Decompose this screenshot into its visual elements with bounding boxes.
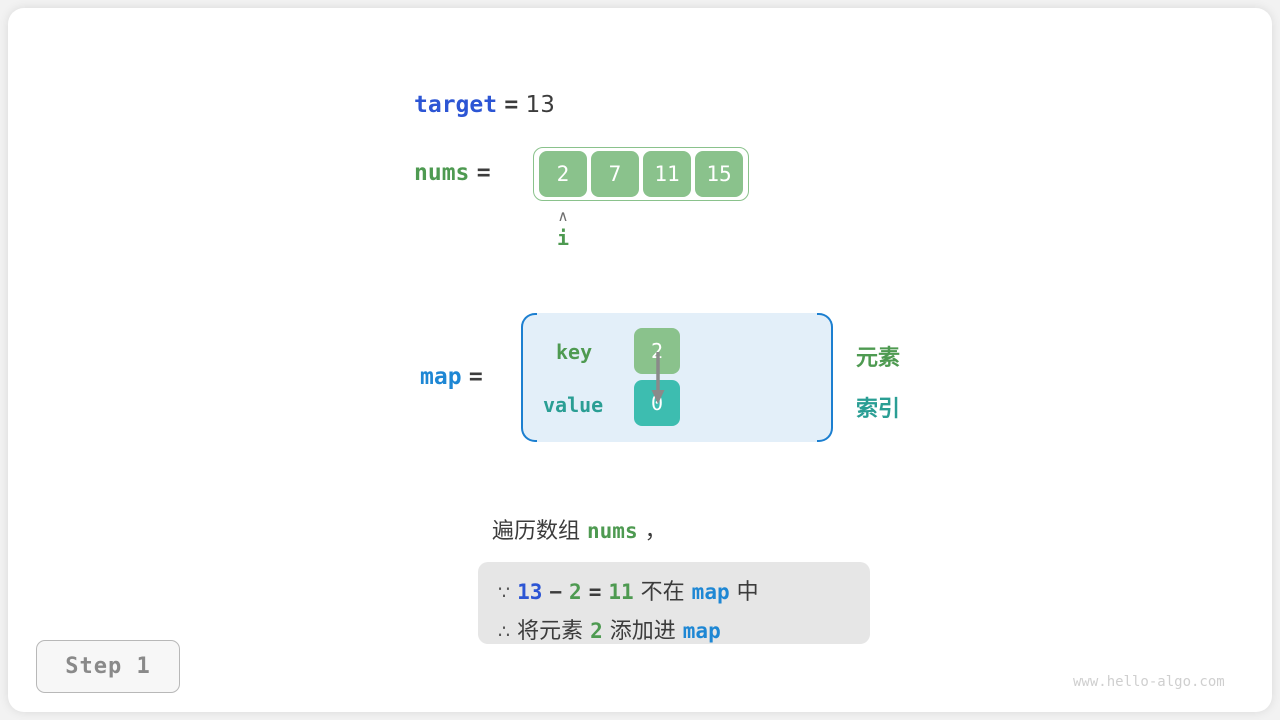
array-cell: 2 (539, 151, 587, 197)
map-variable-name: map (420, 364, 462, 390)
callout-equals-sign: = (588, 580, 602, 604)
array-cell: 11 (643, 151, 691, 197)
narration-nums-name: nums (587, 519, 638, 543)
callout-text-not-in: 不在 (640, 580, 685, 605)
array-cell: 15 (695, 151, 743, 197)
nums-label: nums = (414, 160, 491, 186)
map-bracket-left (521, 313, 537, 442)
watermark: www.hello-algo.com (1073, 674, 1225, 690)
target-row: target = 13 (414, 92, 555, 118)
index-pointer-label: i (556, 226, 570, 250)
caret-up-icon: ∧ (557, 207, 569, 225)
map-value-label: value (543, 393, 604, 417)
nums-variable-name: nums (414, 160, 470, 186)
callout-text-add-element: 将元素 (517, 619, 584, 644)
callout-target-value: 13 (517, 580, 543, 604)
callout-added-element: 2 (590, 619, 603, 643)
callout-line-2: ∴ 将元素 2 添加进 map (498, 612, 870, 651)
therefore-symbol: ∴ (498, 621, 511, 643)
callout-current-element: 2 (569, 580, 582, 604)
callout-complement-value: 11 (608, 580, 634, 604)
callout-map-name: map (682, 619, 721, 643)
key-to-value-arrow-icon (651, 352, 665, 404)
narration-suffix: ， (644, 519, 667, 544)
narration-prefix: 遍历数组 (492, 519, 581, 544)
because-symbol: ∵ (498, 582, 511, 604)
map-key-label: key (556, 340, 593, 364)
callout-map-name: map (691, 580, 730, 604)
nums-equals-sign: = (476, 160, 491, 186)
array-cell: 7 (591, 151, 639, 197)
callout-text-in: 中 (736, 580, 759, 605)
step-badge: Step 1 (36, 640, 180, 693)
side-label-element: 元素 (856, 346, 901, 371)
callout-line-1: ∵ 13 − 2 = 11 不在 map 中 (498, 573, 870, 612)
nums-array: 2 7 11 15 (533, 147, 749, 201)
index-pointer: ∧ i (552, 208, 574, 252)
callout-text-add-into: 添加进 (609, 619, 676, 644)
map-equals-sign: = (468, 364, 483, 390)
callout-minus-sign: − (549, 580, 563, 604)
target-equals-sign: = (504, 92, 519, 118)
narration-line: 遍历数组 nums ， (492, 513, 667, 545)
target-value: 13 (525, 92, 555, 118)
map-label: map = (420, 364, 483, 390)
side-label-index: 索引 (856, 397, 901, 422)
callout-box: ∵ 13 − 2 = 11 不在 map 中 ∴ 将元素 2 添加进 map (478, 562, 870, 644)
target-variable-name: target (414, 92, 498, 118)
